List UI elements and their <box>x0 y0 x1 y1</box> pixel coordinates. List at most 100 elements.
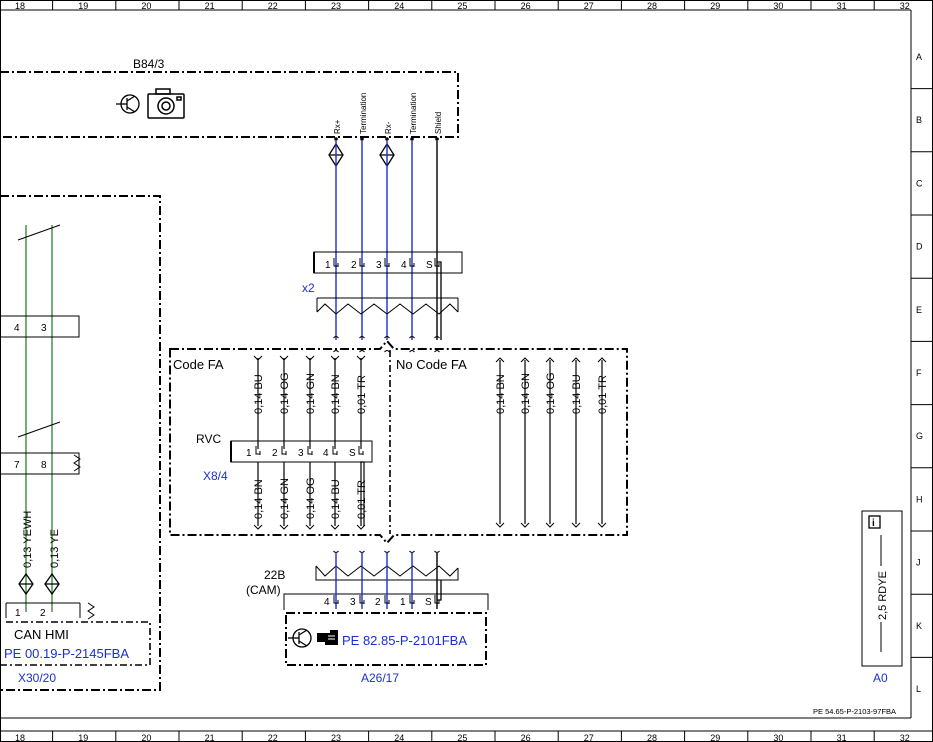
pin-label: 4 <box>324 597 330 608</box>
ruler-row-label: F <box>916 368 922 378</box>
shield-wire <box>360 461 365 526</box>
ruler-row-label: L <box>916 684 921 694</box>
camera-pin-label: Termination <box>359 93 368 134</box>
pin-label: 2 <box>375 597 381 608</box>
info-icon: i <box>868 515 881 529</box>
wire-end <box>330 524 340 530</box>
can-hmi-module: 4 3 7 8 0,13 YEWH 0,13 YE 1 2 CAN HMI PE… <box>0 195 161 691</box>
wire-end <box>545 522 555 528</box>
pointing-hand-icon <box>317 630 338 645</box>
pin-label: 2 <box>272 448 278 459</box>
ccu-module-id: A26/17 <box>361 671 399 685</box>
camera-pin-label: Termination <box>409 93 418 134</box>
ruler-column-label: 21 <box>205 1 215 11</box>
pin-dot <box>360 137 364 141</box>
ruler-column-label: 24 <box>394 1 404 11</box>
ruler-column-label: 22 <box>268 1 278 11</box>
rvc-connector-name: RVC <box>196 432 221 446</box>
wire-break <box>359 350 365 353</box>
pin-contact <box>333 258 339 267</box>
wire-end <box>279 355 289 361</box>
ruler-column-label: 32 <box>900 1 910 11</box>
wire-break <box>384 350 390 353</box>
pin-label: 1 <box>15 608 21 619</box>
wire-break <box>384 550 390 553</box>
pin-contact <box>409 258 415 267</box>
wire-end <box>495 357 505 363</box>
wire-end <box>279 524 289 530</box>
ruler-column-label: 27 <box>584 1 594 11</box>
rvc-connector-id: X8/4 <box>203 469 228 483</box>
ruler-row-label: J <box>916 558 921 568</box>
wire-label: 0,14 OG <box>545 372 557 414</box>
pin-contact <box>281 446 287 455</box>
ruler-column-label: 28 <box>647 733 657 742</box>
wire-break <box>434 550 440 553</box>
ruler-column-label: 30 <box>773 1 783 11</box>
ruler-row-label: A <box>916 52 922 62</box>
ruler-column-label: 31 <box>837 733 847 742</box>
ruler-column-label: 26 <box>521 733 531 742</box>
ruler-column-label: 22 <box>268 733 278 742</box>
wire-end <box>495 522 505 528</box>
ruler-column-label: 25 <box>457 1 467 11</box>
ruler-column-label: 25 <box>457 733 467 742</box>
ruler-column-label: 23 <box>331 733 341 742</box>
ruler-row-label: D <box>916 242 923 252</box>
ruler-column-label: 28 <box>647 1 657 11</box>
no-code-fa-label: No Code FA <box>396 357 467 372</box>
wire-end <box>571 522 581 528</box>
pin-contact <box>358 446 364 455</box>
pin-label: 3 <box>350 597 356 608</box>
pin-contact <box>333 595 339 604</box>
wire-end <box>305 524 315 530</box>
ruler-column-label: 30 <box>773 733 783 742</box>
pin-label: 7 <box>14 460 20 471</box>
wire-end <box>253 355 263 361</box>
info-box-a0: i 2,5 RDYE A0 <box>861 510 903 685</box>
camera-icon <box>147 88 185 119</box>
pin-contact <box>434 258 440 267</box>
pin-dot <box>435 137 439 141</box>
camera-pin-label: Rx- <box>384 121 393 134</box>
wire-label: 0,14 GN <box>520 373 532 414</box>
ruler-column-label: 20 <box>141 1 151 11</box>
wire-break <box>434 336 440 339</box>
document-reference: PE 54.65-P-2103-97FBA <box>813 707 896 716</box>
ruler-column-label: 18 <box>15 1 25 11</box>
wire-break <box>333 550 339 553</box>
ruler-column-label: 19 <box>78 1 88 11</box>
transistor-icon <box>288 628 312 648</box>
wire-label: 0,14 BN <box>495 374 507 414</box>
wire-end <box>305 355 315 361</box>
wire-break <box>434 350 440 353</box>
wire-break <box>359 550 365 553</box>
wire-end <box>356 524 366 530</box>
pin-label: 3 <box>41 323 47 334</box>
ruler-column-label: 24 <box>394 733 404 742</box>
wire-label: 0,14 BU <box>330 479 342 519</box>
pin-label: 1 <box>246 448 252 459</box>
wire-end <box>597 522 607 528</box>
can-hmi-ref-link[interactable]: PE 00.19-P-2145FBA <box>4 646 129 661</box>
ccu-ref-link[interactable]: PE 82.85-P-2101FBA <box>342 633 467 648</box>
wire-break <box>409 336 415 339</box>
ruler-column-label: 26 <box>521 1 531 11</box>
pin-label: S <box>349 448 356 459</box>
pin-contact <box>434 595 440 604</box>
wire-end <box>356 355 366 361</box>
wire-break <box>359 336 365 339</box>
info-icon-letter: i <box>872 518 875 529</box>
ruler-column-label: 18 <box>15 733 25 742</box>
info-wire-label: 2,5 RDYE <box>877 571 889 620</box>
ruler-column-label: 31 <box>837 1 847 11</box>
wire-label: 0,01 TR <box>356 375 368 414</box>
wire-end <box>597 357 607 363</box>
wire-label: 0,01 TR <box>356 480 368 519</box>
